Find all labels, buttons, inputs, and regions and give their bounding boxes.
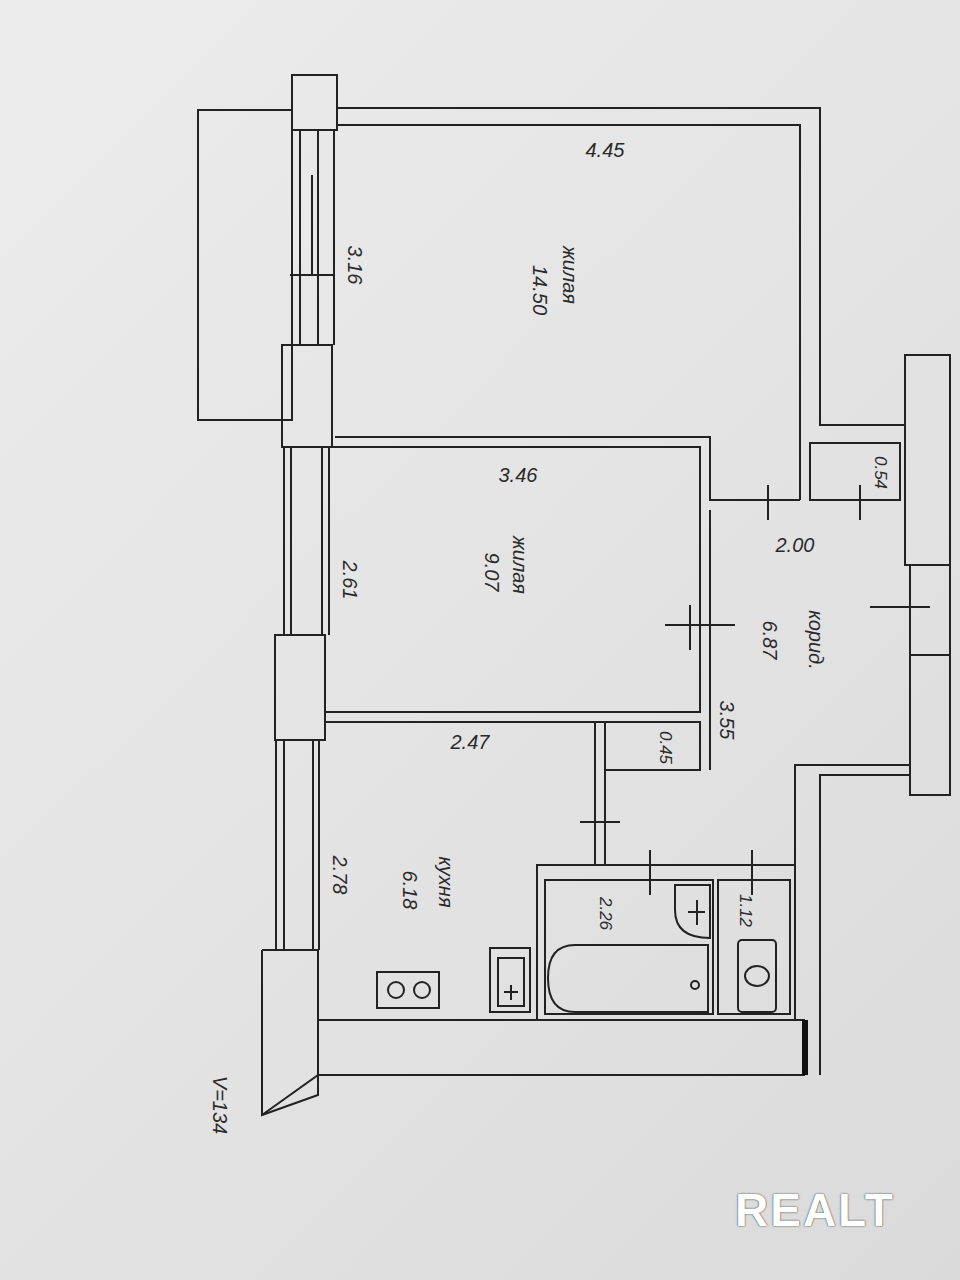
room: 0.45 (607, 724, 700, 770)
dimension-label: 4.45 (586, 140, 625, 160)
room-name: жилая (560, 246, 580, 304)
room: жилая 9.07 (332, 447, 700, 712)
room: 2.26 (545, 882, 713, 944)
room: жилая 14.50 (337, 125, 800, 425)
dimension-label: 3.46 (499, 465, 538, 485)
dimension-label: 3.55 (717, 701, 737, 740)
room: 1.12 (718, 882, 790, 938)
room-name: корид. (805, 610, 825, 669)
room-area: 6.18 (400, 871, 420, 910)
dimension-label: 2.47 (451, 732, 490, 752)
room-area: 0.54 (872, 455, 889, 488)
dimension-label: 2.78 (330, 856, 350, 895)
room-area: 6.87 (760, 621, 780, 660)
watermark: REALT (735, 1183, 895, 1237)
dimension-label: 3.16 (345, 246, 365, 285)
room-area: 0.45 (657, 730, 674, 763)
room-name: кухня (435, 856, 455, 907)
room: 0.54 (812, 445, 900, 500)
dimension-label: 2.61 (340, 561, 360, 600)
room-name: жилая (510, 536, 530, 594)
dimension-label: V=134 (210, 1076, 230, 1134)
dimension-label: 2.00 (776, 535, 815, 555)
room-area: 9.07 (482, 553, 502, 592)
room-area: 2.26 (597, 896, 614, 929)
room-area: 1.12 (737, 893, 754, 926)
room: кухня 6.18 (320, 722, 595, 1010)
room-area: 14.50 (530, 265, 550, 315)
